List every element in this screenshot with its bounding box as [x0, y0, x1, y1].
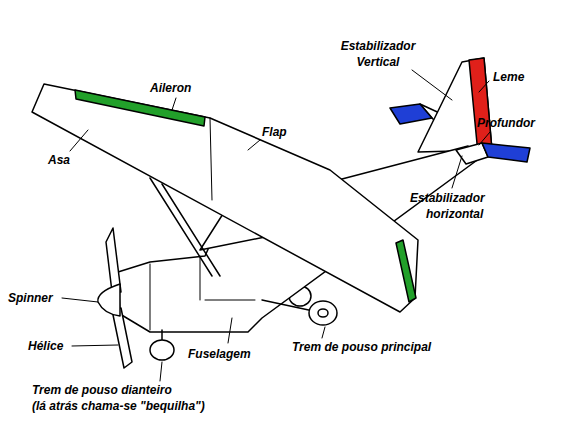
part-label: Flap [262, 124, 287, 140]
elevator-right [482, 143, 530, 162]
leader-line [322, 327, 325, 338]
label-line: Vertical [341, 54, 416, 70]
label-line: Estabilizador [341, 38, 416, 54]
propeller-blade [112, 308, 132, 368]
part-label: Hélice [28, 338, 63, 354]
part-label: Estabilizador horizontal [410, 190, 485, 222]
label-line: horizontal [410, 206, 485, 222]
leader-line [70, 130, 88, 151]
spinner [98, 284, 120, 316]
elevator-left [390, 104, 432, 124]
label-line: Estabilizador [410, 190, 485, 206]
wheel-hub [318, 309, 328, 317]
part-label: Trem de pouso principal [292, 339, 431, 355]
label-line: Trem de pouso dianteiro [32, 382, 205, 398]
wing [32, 84, 418, 312]
part-label: Spinner [8, 290, 53, 306]
part-label: Leme [493, 69, 524, 85]
part-label: Asa [48, 152, 70, 168]
main-wheel [309, 301, 337, 325]
cowling-line [150, 256, 255, 330]
leader-line [228, 318, 232, 343]
leader-line [452, 156, 462, 188]
aileron-left [75, 90, 205, 126]
leader-line [160, 362, 162, 381]
leader-line [72, 345, 118, 346]
leader-line [412, 70, 452, 100]
leader-line [248, 140, 260, 150]
leader-line [62, 298, 98, 302]
part-label: Trem de pouso dianteiro (lá atrás chama-… [32, 382, 205, 414]
nose-wheel [150, 340, 174, 360]
part-label: Profundor [477, 115, 535, 131]
leader-line [479, 132, 490, 145]
part-label: Fuselagem [188, 346, 251, 362]
part-label: Estabilizador Vertical [341, 38, 416, 70]
aileron-right [396, 240, 416, 302]
propeller-blade [106, 228, 121, 292]
leader-line [479, 81, 489, 92]
part-label: Aileron [150, 80, 191, 96]
rudder [469, 58, 492, 154]
leader-line [172, 98, 176, 110]
flap-line [210, 118, 212, 200]
label-line: (lá atrás chama-se "bequilha") [32, 398, 205, 414]
